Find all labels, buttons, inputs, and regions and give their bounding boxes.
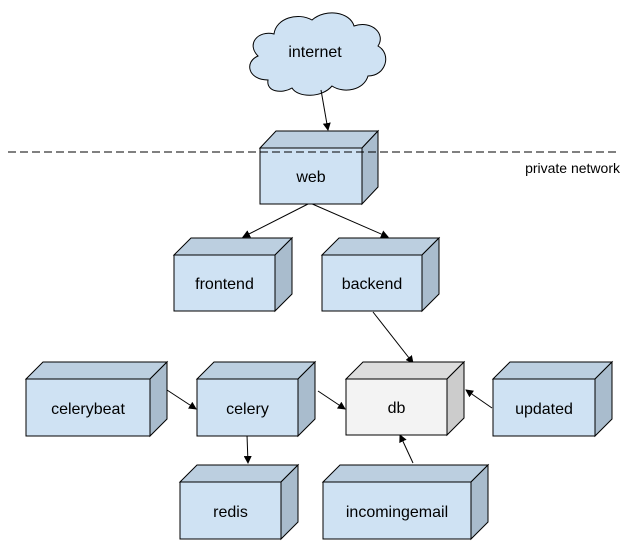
cloud-icon — [249, 12, 387, 96]
node-updated-front — [492, 378, 596, 437]
node-db-top — [344, 361, 466, 380]
private-network-label: private network — [525, 160, 621, 176]
edge-web-frontend — [242, 202, 311, 238]
node-frontend-top — [172, 237, 294, 256]
edge-internet-web — [320, 89, 331, 131]
node-redis-top — [178, 464, 300, 483]
node-updated-label: updated — [515, 401, 573, 418]
node-web-label: web — [295, 169, 325, 186]
node-redis: redis — [178, 463, 300, 541]
node-incomingemail-front — [322, 481, 472, 540]
node-backend-front — [321, 254, 423, 312]
node-backend: backend — [320, 236, 441, 313]
node-web-front — [259, 147, 363, 205]
node-updated: updated — [491, 360, 614, 438]
node-backend-label: backend — [342, 276, 403, 293]
node-celery-top — [195, 361, 317, 380]
edge-celerybeat-celery — [166, 389, 197, 410]
edge-backend-db — [372, 311, 414, 364]
node-celerybeat: celerybeat — [24, 360, 169, 438]
node-celerybeat-front — [25, 378, 151, 437]
node-web: web — [258, 129, 380, 206]
node-celerybeat-label: celerybeat — [51, 401, 125, 418]
node-redis-label: redis — [213, 504, 248, 521]
node-incomingemail-top — [321, 464, 490, 483]
node-celery-label: celery — [226, 401, 269, 418]
edge-celery-db — [317, 390, 346, 410]
node-db: db — [344, 360, 466, 437]
node-incomingemail: incomingemail — [321, 463, 490, 541]
edge-celery-redis — [243, 434, 252, 464]
edge-web-backend — [309, 202, 389, 238]
edge-incomingemail-db — [399, 434, 414, 464]
edge-updated-db — [465, 389, 493, 409]
internet-label: internet — [288, 44, 342, 61]
node-frontend-label: frontend — [195, 276, 254, 293]
node-celery-front — [196, 378, 299, 437]
node-backend-top — [320, 237, 441, 256]
node-db-label: db — [388, 400, 406, 417]
internet-cloud: internet — [249, 12, 387, 96]
node-celerybeat-top — [24, 361, 169, 380]
node-db-front — [345, 378, 448, 436]
edges — [166, 89, 493, 464]
node-celery: celery — [195, 360, 317, 438]
node-updated-top — [491, 361, 614, 380]
node-incomingemail-label: incomingemail — [346, 504, 448, 521]
node-redis-front — [179, 481, 282, 540]
node-frontend-front — [173, 254, 276, 312]
node-web-top — [258, 130, 380, 149]
node-frontend: frontend — [172, 236, 294, 313]
